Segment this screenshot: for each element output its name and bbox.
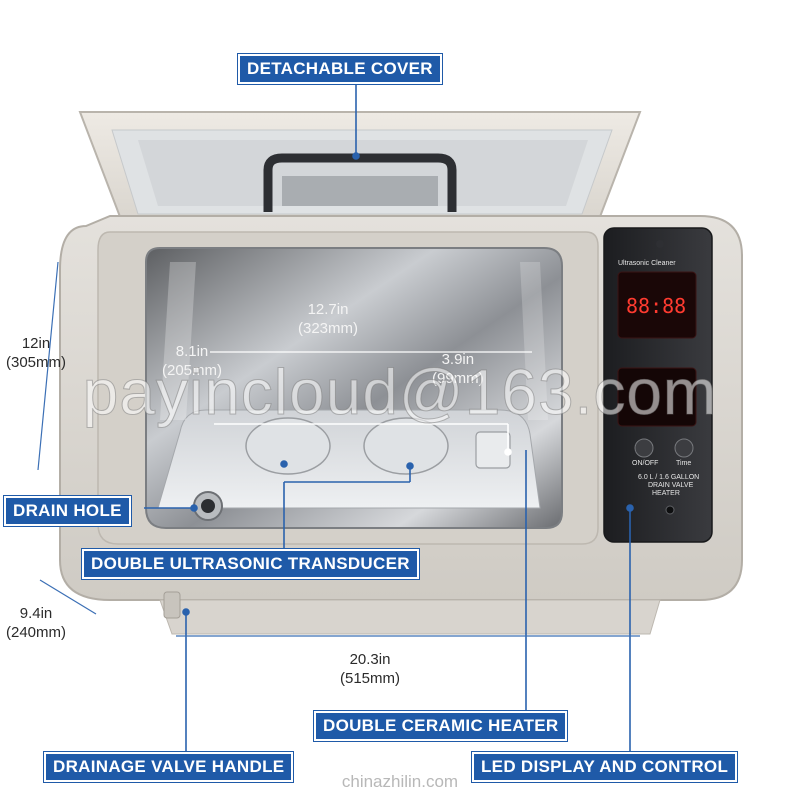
stainless-tank xyxy=(145,247,563,529)
drain-valve-label: DRAIN VALVE xyxy=(648,482,694,489)
control-panel xyxy=(603,227,713,543)
time-label: Time xyxy=(676,460,692,467)
on-off-label: ON/OFF xyxy=(632,460,659,467)
tank-width-dimension: 8.1in (205mm) xyxy=(162,343,223,379)
transducer-label: DOUBLE ULTRASONIC TRANSDUCER xyxy=(82,549,419,579)
power-button[interactable] xyxy=(634,438,654,458)
drainage-valve-handle[interactable] xyxy=(163,591,181,619)
tank-length-dimension: 12.7in (323mm) xyxy=(298,301,359,337)
led-display-bottom xyxy=(617,367,697,427)
tank-depth-dimension: 3.9in (99mm) xyxy=(432,351,484,387)
detachable-cover xyxy=(78,111,642,223)
source-watermark: chinazhilin.com xyxy=(341,772,459,791)
transducer-disc-left xyxy=(245,417,331,475)
detachable-cover-label: DETACHABLE COVER xyxy=(238,54,442,84)
led-display-label: LED DISPLAY AND CONTROL xyxy=(472,752,738,782)
heater-label: DOUBLE CERAMIC HEATER xyxy=(314,711,568,741)
height-dimension: 12in (305mm) xyxy=(6,335,67,371)
led-display-top xyxy=(617,271,697,339)
indicator-light xyxy=(665,505,675,515)
watermark-text: payincloud@163.com xyxy=(82,356,718,429)
capacity-label: 6.0 L / 1.6 GALLON xyxy=(638,474,700,481)
display-digits: 88:88 xyxy=(626,294,687,318)
heater-panel-label: HEATER xyxy=(652,490,680,497)
drain-hole-label: DRAIN HOLE xyxy=(4,496,131,526)
time-button[interactable] xyxy=(674,438,694,458)
transducer-disc-right xyxy=(363,417,449,475)
width-dimension: 20.3in (515mm) xyxy=(340,651,401,687)
valve-handle-label: DRAINAGE VALVE HANDLE xyxy=(44,752,294,782)
leader-lines xyxy=(144,78,634,752)
panel-title: Ultrasonic Cleaner xyxy=(618,260,676,267)
depth-dimension: 9.4in (240mm) xyxy=(6,605,67,641)
dimension-lines xyxy=(37,261,640,637)
